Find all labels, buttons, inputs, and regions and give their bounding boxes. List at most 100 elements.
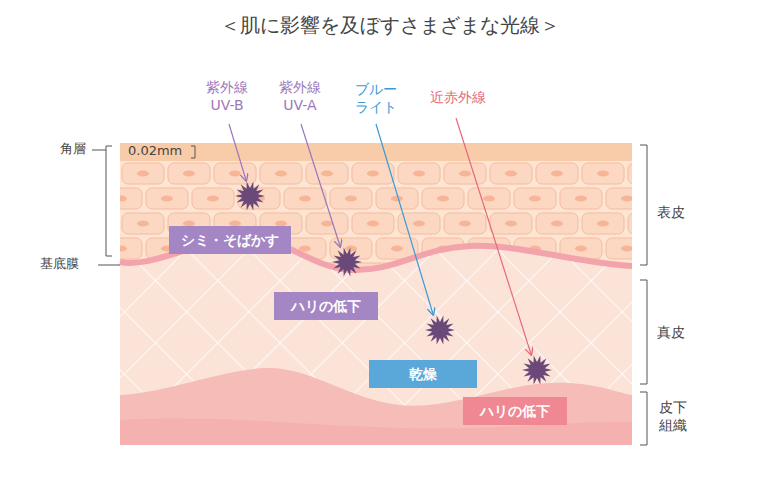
cell <box>490 213 532 234</box>
cell-nucleus <box>575 246 587 252</box>
cell-nucleus <box>643 271 655 277</box>
damage-burst <box>332 247 362 276</box>
cell-nucleus <box>367 171 379 177</box>
cell-nucleus <box>345 246 357 252</box>
cell <box>192 188 234 209</box>
cell <box>398 213 440 234</box>
layer-name: 表皮 <box>657 203 685 221</box>
cell-nucleus <box>367 221 379 227</box>
cell-nucleus <box>137 171 149 177</box>
cell <box>606 238 648 259</box>
effect-box: シミ・そばかす <box>169 226 291 254</box>
cell-nucleus <box>551 171 563 177</box>
cell <box>330 188 372 209</box>
blue-light-ray <box>376 124 433 314</box>
cell <box>122 213 164 234</box>
cell-nucleus <box>229 171 241 177</box>
cell <box>260 163 302 184</box>
cell-nucleus <box>391 246 403 252</box>
cell <box>490 163 532 184</box>
cell-nucleus <box>321 221 333 227</box>
subcutis-bracket <box>640 392 647 445</box>
corneum-leader <box>92 150 106 151</box>
cell-nucleus <box>321 171 333 177</box>
cell-nucleus <box>575 196 587 202</box>
effect-box: ハリの低下 <box>463 397 567 425</box>
cell <box>352 163 394 184</box>
cell <box>628 163 670 184</box>
cell-nucleus <box>183 171 195 177</box>
cell-nucleus <box>621 246 633 252</box>
cell <box>582 163 624 184</box>
cell-nucleus <box>459 171 471 177</box>
layer-name: 真皮 <box>657 323 685 341</box>
cell <box>376 188 418 209</box>
dermis <box>120 237 632 445</box>
dermis-fibres <box>120 237 632 445</box>
cell <box>146 188 188 209</box>
ray-label: 近赤外線 <box>430 88 486 106</box>
cell-nucleus <box>529 196 541 202</box>
cell-nucleus <box>551 221 563 227</box>
cell-nucleus <box>137 221 149 227</box>
uva-ray <box>301 124 340 246</box>
cell-nucleus <box>483 196 495 202</box>
cell-nucleus <box>115 246 127 252</box>
epidermis-bracket <box>640 145 647 265</box>
cell-nucleus <box>275 171 287 177</box>
cell-nucleus <box>643 171 655 177</box>
ray-label: ブルー ライト <box>351 80 401 116</box>
uvb-ray <box>229 124 246 180</box>
cell <box>122 163 164 184</box>
cell-nucleus <box>505 171 517 177</box>
damage-burst <box>425 315 455 344</box>
cell <box>444 163 486 184</box>
cell <box>628 263 670 284</box>
cell <box>582 213 624 234</box>
effect-box: 乾燥 <box>369 360 477 388</box>
cell <box>514 188 556 209</box>
cell-nucleus <box>621 196 633 202</box>
cell <box>468 188 510 209</box>
cell <box>214 163 256 184</box>
cell-nucleus <box>299 196 311 202</box>
effect-text: 乾燥 <box>409 366 437 382</box>
title: ＜肌に影響を及ぼすさまざまな光線＞ <box>220 12 560 38</box>
cell <box>560 188 602 209</box>
membrane-leader <box>98 265 120 266</box>
cell-nucleus <box>345 196 357 202</box>
cell <box>422 188 464 209</box>
cell-nucleus <box>505 221 517 227</box>
cell-nucleus <box>437 196 449 202</box>
cell-nucleus <box>207 196 219 202</box>
cell-nucleus <box>413 171 425 177</box>
cell <box>606 188 648 209</box>
layer-name: 皮下 組織 <box>657 398 689 434</box>
cell <box>352 213 394 234</box>
stratum-corneum <box>120 143 632 161</box>
effect-text: ハリの低下 <box>291 298 361 314</box>
cell-nucleus <box>161 196 173 202</box>
cell <box>306 213 348 234</box>
damage-burst <box>235 181 265 210</box>
cell <box>168 163 210 184</box>
cell <box>536 163 578 184</box>
thickness-bracket <box>191 146 195 158</box>
layer-name: 角層 <box>60 142 86 156</box>
dimension: 0.02mm <box>128 144 182 158</box>
dermis-bracket <box>640 280 647 384</box>
cell-nucleus <box>391 196 403 202</box>
near-infrared-ray <box>456 118 531 354</box>
cell-nucleus <box>299 246 311 252</box>
part-name: 基底膜 <box>40 257 79 271</box>
damage-burst <box>522 355 552 384</box>
cell-nucleus <box>597 171 609 177</box>
left-bracket <box>106 146 112 256</box>
cell <box>536 213 578 234</box>
cell-nucleus <box>413 221 425 227</box>
effect-text: ハリの低下 <box>480 403 550 419</box>
cell <box>284 188 326 209</box>
cell <box>306 163 348 184</box>
cell-nucleus <box>115 196 127 202</box>
